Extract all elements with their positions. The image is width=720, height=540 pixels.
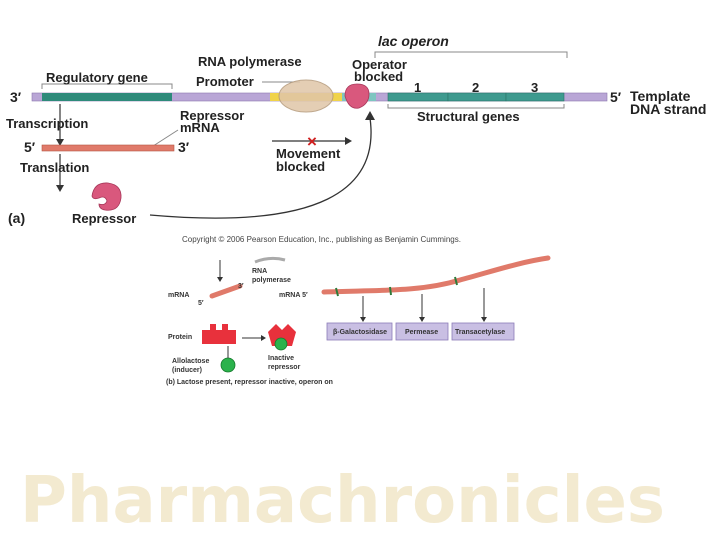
panel-b-short-mrna xyxy=(209,283,243,299)
panel-b-allolactose xyxy=(220,357,236,373)
gene-number-2: 2 xyxy=(472,80,479,95)
panel-b-protein-label: Protein xyxy=(168,334,192,341)
movement-x-mark: × xyxy=(307,132,317,151)
regulatory-gene-label: Regulatory gene xyxy=(46,70,148,85)
structural-gene-3 xyxy=(505,92,565,102)
permease-label: Permease xyxy=(405,329,438,336)
regulatory-gene-bracket xyxy=(41,83,173,89)
operator-blocked-label-1: Operator xyxy=(352,57,407,72)
repressor-on-operator xyxy=(344,83,370,109)
arrowhead-to-transacetylase xyxy=(481,317,487,322)
panel-b-polycistronic-mrna xyxy=(321,255,551,295)
panel-b-rna-label-1: RNA xyxy=(252,268,267,275)
rna-polymerase-label: RNA polymerase xyxy=(198,54,302,69)
promoter-label: Promoter xyxy=(196,74,254,89)
repressor-binding-arrow xyxy=(149,117,372,219)
lac-operon-label: lac operon xyxy=(378,33,449,49)
transcription-arrowhead xyxy=(56,139,64,146)
movement-arrowhead xyxy=(345,137,352,145)
structural-genes-label: Structural genes xyxy=(417,109,520,124)
transcription-label: Transcription xyxy=(6,116,88,131)
panel-b-inactivation-arrowhead xyxy=(261,335,266,341)
repressor-mrna-label-2: mRNA xyxy=(180,120,220,135)
movement-blocked-label-1: Movement xyxy=(276,146,341,161)
panel-b-top-arrowhead xyxy=(217,277,223,282)
panel-b-mrna-marker-1 xyxy=(335,287,339,297)
panel-b-mrna-marker-3 xyxy=(454,276,458,286)
translation-label: Translation xyxy=(20,160,89,175)
transacetylase-label: Transacetylase xyxy=(455,329,505,336)
panel-b-inactive-repressor xyxy=(268,324,296,346)
inactive-label-1: Inactive xyxy=(268,355,294,362)
mrna-5prime-label: 5′ xyxy=(24,139,36,155)
repressor-mrna-strand xyxy=(41,144,175,152)
betagal-label: β-Galactosidase xyxy=(333,329,387,336)
regulatory-gene-segment xyxy=(42,93,172,101)
panel-b-mrna-marker-2 xyxy=(389,286,392,296)
panel-b-active-repressor xyxy=(202,324,236,344)
template-label-2: DNA strand xyxy=(630,101,707,117)
template-label-1: Template xyxy=(630,88,691,104)
repressor-label: Repressor xyxy=(72,211,136,226)
arrowhead-to-betagal xyxy=(360,317,366,322)
panel-b-bound-inducer xyxy=(274,337,288,351)
translation-arrowhead xyxy=(56,185,64,192)
panel-b-mrna-5prime: 5′ xyxy=(198,300,204,307)
copyright-text: Copyright © 2006 Pearson Education, Inc.… xyxy=(182,235,461,244)
operator-blocked-label-2: blocked xyxy=(354,69,403,84)
panel-b-mrna-3prime: 3′ xyxy=(238,283,244,290)
betagal-box xyxy=(326,322,393,341)
panel-b-mrna-right: mRNA 5′ xyxy=(279,292,308,299)
permease-box xyxy=(395,322,449,341)
rna-polymerase-shape xyxy=(278,79,334,113)
panel-b-mrna-left: mRNA xyxy=(168,292,189,299)
mrna-3prime-label: 3′ xyxy=(178,139,190,155)
allolactose-label-1: Allolactose xyxy=(172,358,209,365)
inactive-label-2: repressor xyxy=(268,364,301,371)
gene-number-3: 3 xyxy=(531,80,538,95)
allolactose-label-2: (inducer) xyxy=(172,367,202,374)
transacetylase-box xyxy=(451,322,515,341)
gene-number-1: 1 xyxy=(414,80,421,95)
polymerase-fragment xyxy=(254,256,286,264)
repressor-binding-arrowhead xyxy=(365,111,375,120)
panel-b-rna-label-2: polymerase xyxy=(252,277,291,284)
repressor-protein-shape xyxy=(91,182,122,211)
watermark-text: Pharmachronicles xyxy=(20,464,665,538)
dna-3prime-label: 3′ xyxy=(10,89,22,105)
lac-operon-bracket xyxy=(374,51,568,58)
panel-a-label: (a) xyxy=(8,210,25,226)
panel-b-caption: (b) Lactose present, repressor inactive,… xyxy=(166,379,333,386)
arrowhead-to-permease xyxy=(419,317,425,322)
structural-genes-bracket xyxy=(387,104,565,109)
dna-5prime-label: 5′ xyxy=(610,89,622,105)
movement-blocked-label-2: blocked xyxy=(276,159,325,174)
repressor-mrna-label-1: Repressor xyxy=(180,108,244,123)
